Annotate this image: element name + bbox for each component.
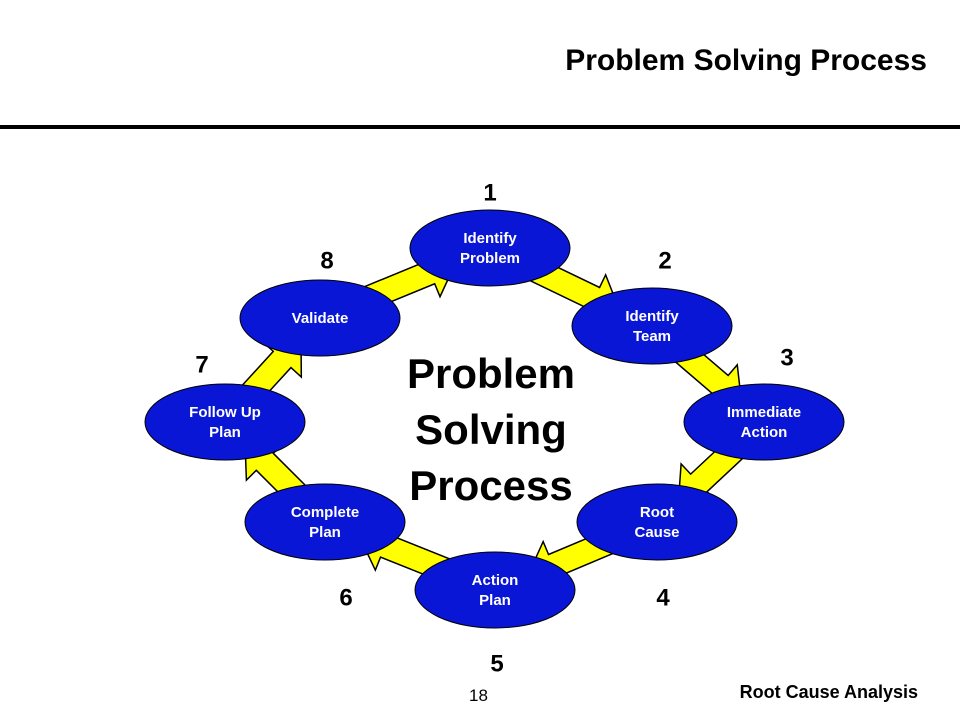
step-label-line: Identify <box>463 230 517 247</box>
step-label-line: Follow Up <box>189 404 261 421</box>
page-number: 18 <box>469 686 488 705</box>
step-label-line: Plan <box>479 592 511 609</box>
step-ellipse <box>244 483 406 561</box>
step-ellipse <box>571 287 733 365</box>
step-number-6: 6 <box>339 584 352 611</box>
step-number-4: 4 <box>656 584 670 611</box>
step-label-line: Team <box>633 328 671 345</box>
step-ellipse <box>683 383 845 461</box>
step-label-line: Action <box>741 424 788 441</box>
step-number-1: 1 <box>483 179 496 206</box>
step-number-2: 2 <box>658 247 671 274</box>
step-label-line: Identify <box>625 308 679 325</box>
step-label-line: Root <box>640 504 674 521</box>
process-step-node-7: Follow Up Plan <box>144 383 306 461</box>
step-label-line: Immediate <box>727 404 801 421</box>
step-number-8: 8 <box>320 247 333 274</box>
process-step-node-8: Validate <box>239 279 401 357</box>
step-label-line: Problem <box>460 250 520 267</box>
step-number-5: 5 <box>490 650 503 677</box>
step-label-line: Cause <box>634 524 679 541</box>
step-ellipse <box>576 483 738 561</box>
footer-label: Root Cause Analysis <box>739 682 918 702</box>
center-title-line-2: Solving <box>415 406 567 453</box>
step-label-line: Plan <box>209 424 241 441</box>
center-title-line-1: Problem <box>407 350 575 397</box>
step-ellipse <box>239 279 401 357</box>
title-divider <box>0 125 960 129</box>
step-number-3: 3 <box>780 344 793 371</box>
step-ellipse <box>409 209 571 287</box>
step-label-line: Action <box>472 572 519 589</box>
center-title-line-3: Process <box>409 462 572 509</box>
step-number-7: 7 <box>195 351 208 378</box>
step-label-line: Complete <box>291 504 359 521</box>
step-label-line: Validate <box>292 310 349 327</box>
step-ellipse <box>144 383 306 461</box>
slide-title: Problem Solving Process <box>565 44 927 77</box>
step-ellipse <box>414 551 576 629</box>
step-label-line: Plan <box>309 524 341 541</box>
